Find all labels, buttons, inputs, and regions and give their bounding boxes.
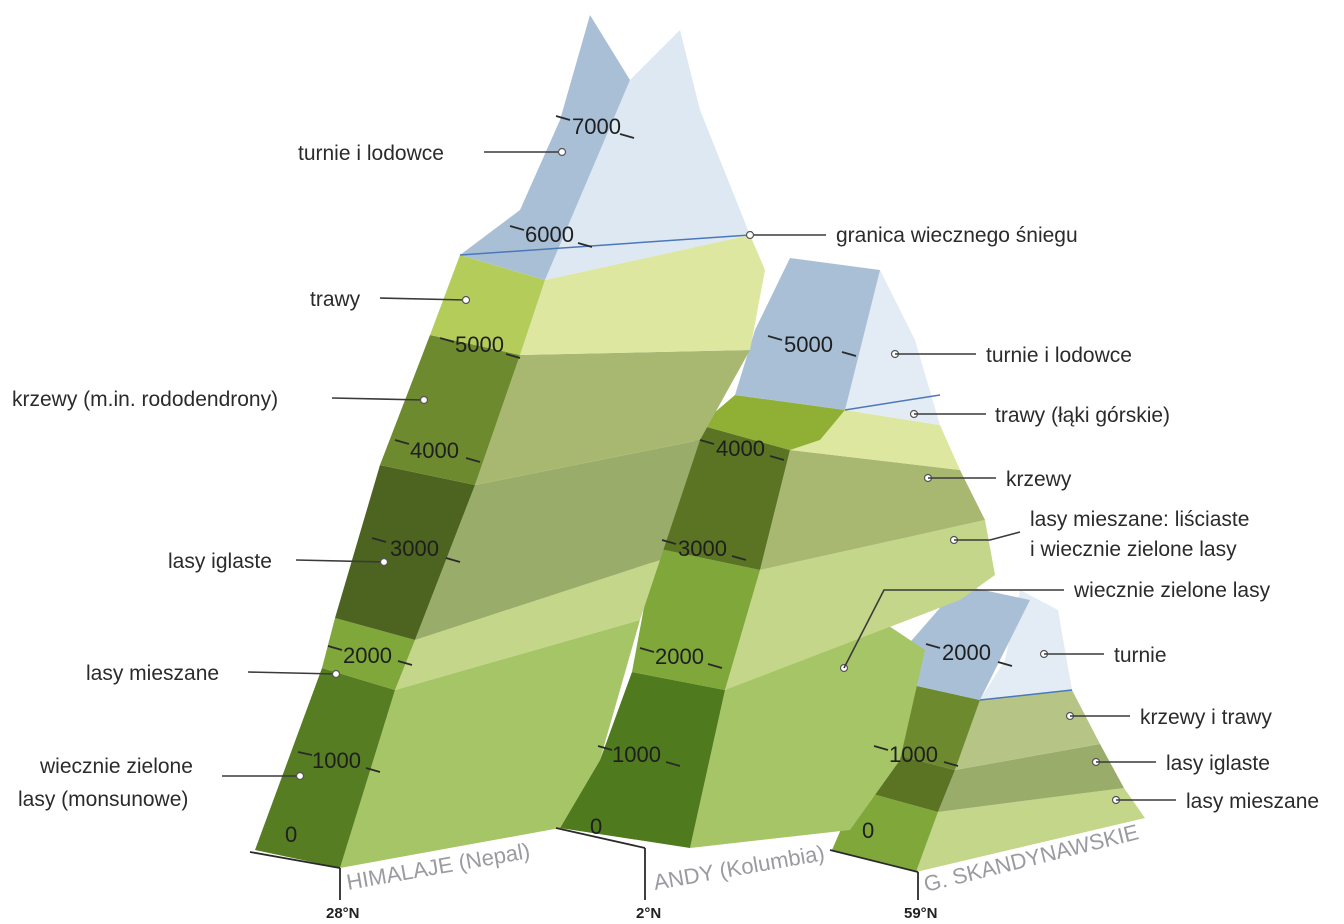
him-side-grass — [520, 235, 765, 355]
him-front-ice — [460, 15, 630, 280]
base-axes — [249, 827, 919, 900]
andes-tick-2000: 2000 — [655, 644, 704, 669]
andes-label-ice: turnie i lodowce — [986, 344, 1132, 367]
scan-side-ice — [980, 590, 1072, 700]
lat-himalaya: 28°N — [326, 905, 360, 922]
him-front-mixed — [322, 618, 415, 690]
scan-label-rocks: turnie — [1114, 644, 1167, 667]
andes-label-evergreen: wiecznie zielone lasy — [1073, 579, 1271, 602]
him-label-ice: turnie i lodowce — [298, 142, 444, 165]
mountain-andes — [560, 258, 995, 848]
him-tick-4000: 4000 — [410, 438, 459, 463]
andes-tick-3000: 3000 — [678, 536, 727, 561]
him-label-shrubs: krzewy (m.in. rododendrony) — [12, 388, 278, 411]
him-tick-0: 0 — [285, 822, 297, 847]
scan-tick-0: 0 — [862, 818, 874, 843]
scan-label-conifer: lasy iglaste — [1166, 752, 1270, 775]
scan-altitude-ticks: 0 1000 2000 — [862, 640, 1013, 843]
andes-front-ice — [735, 258, 880, 410]
label-andes: ANDY (Kolumbia) — [652, 840, 827, 895]
andes-tick-1000: 1000 — [612, 742, 661, 767]
andes-tick-4000: 4000 — [716, 436, 765, 461]
him-side-conifer — [415, 440, 700, 640]
him-side-shrub — [475, 350, 750, 485]
andes-label-grass: trawy (łąki górskie) — [995, 404, 1170, 427]
andes-side-evergreen — [690, 620, 925, 848]
him-front-shrub — [380, 335, 520, 485]
him-tick-1000: 1000 — [312, 748, 361, 773]
him-side-ice — [545, 30, 750, 280]
scan-tick-1000: 1000 — [889, 742, 938, 767]
andes-side-mixed — [725, 520, 995, 690]
lat-andes: 2°N — [636, 905, 661, 922]
him-label-conifer: lasy iglaste — [168, 550, 272, 573]
andes-label-mixed-1: lasy mieszane: liściaste — [1030, 508, 1249, 531]
scan-side-conifer — [938, 744, 1124, 812]
andes-front-evergreen — [560, 672, 725, 848]
andes-zone-labels: turnie i lodowce trawy (łąki górskie) kr… — [839, 344, 1271, 673]
him-snow-line — [459, 234, 751, 256]
andes-label-mixed-2: i wiecznie zielone lasy — [1030, 538, 1237, 561]
him-zone-labels: turnie i lodowce trawy krzewy (m.in. rod… — [12, 142, 1078, 811]
andes-front-mixed — [632, 548, 760, 690]
him-tick-7000: 7000 — [572, 114, 621, 139]
him-front-grass — [430, 255, 545, 355]
andes-label-shrubs: krzewy — [1006, 468, 1072, 491]
andes-altitude-ticks: 0 1000 2000 3000 4000 5000 — [590, 332, 857, 839]
scan-zone-labels: turnie krzewy i trawy lasy iglaste lasy … — [1039, 644, 1319, 813]
scan-tick-2000: 2000 — [942, 640, 991, 665]
scan-front-ice — [890, 585, 1030, 700]
scan-snow-line — [979, 689, 1073, 701]
him-tick-3000: 3000 — [390, 536, 439, 561]
scan-label-shrubs-grass: krzewy i trawy — [1140, 706, 1272, 729]
him-label-grass: trawy — [310, 288, 361, 311]
andes-snow-line — [844, 394, 941, 411]
andes-tick-0: 0 — [590, 814, 602, 839]
him-side-evergreen — [340, 620, 640, 868]
him-label-evergreen-2: lasy (monsunowe) — [18, 788, 188, 811]
him-tick-6000: 6000 — [525, 222, 574, 247]
scan-label-mixed: lasy mieszane — [1186, 790, 1319, 813]
him-front-evergreen — [255, 668, 395, 868]
scan-side-shrub — [955, 690, 1100, 770]
him-label-evergreen-1: wiecznie zielone — [39, 755, 193, 778]
mountain-himalaya — [255, 15, 765, 868]
snow-line-label: granica wiecznego śniegu — [836, 224, 1078, 247]
him-side-mixed — [395, 560, 660, 690]
him-tick-2000: 2000 — [343, 643, 392, 668]
him-altitude-ticks: 0 1000 2000 3000 4000 5000 6000 7000 — [285, 114, 635, 847]
andes-tick-5000: 5000 — [784, 332, 833, 357]
him-label-mixed: lasy mieszane — [86, 662, 219, 685]
him-tick-5000: 5000 — [455, 332, 504, 357]
him-front-conifer — [335, 465, 475, 640]
andes-front-grass — [700, 395, 845, 450]
lat-scandinavia: 59°N — [904, 905, 938, 922]
scan-side-mixed — [916, 788, 1145, 872]
